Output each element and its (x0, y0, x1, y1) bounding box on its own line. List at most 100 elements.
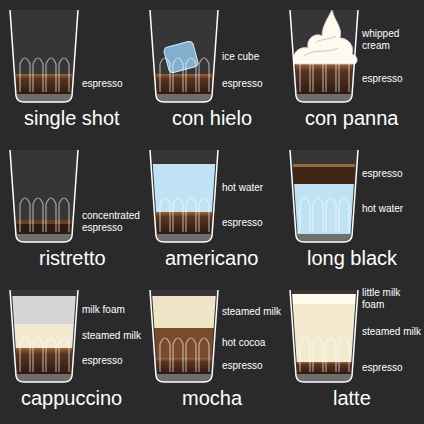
ingredient-label: steamed milk (82, 330, 142, 342)
glass-rib (20, 338, 30, 372)
glass-rib (186, 198, 196, 232)
glass-rib (173, 58, 183, 92)
glass-rib (173, 338, 183, 372)
cream-swirl (304, 36, 338, 56)
glass-base (16, 94, 72, 102)
drink-layer (142, 164, 226, 212)
drink-name: ristretto (39, 246, 106, 270)
glass-base (16, 374, 72, 382)
drink-glass: hot water espresso americano (142, 142, 282, 280)
glass-illustration (2, 2, 86, 106)
glass-outline (10, 10, 78, 102)
glass-illustration (2, 282, 86, 386)
glass-rib (46, 338, 56, 372)
glass-illustration (142, 282, 226, 386)
whipped-cream (293, 10, 357, 64)
glass-rib (59, 58, 69, 92)
drink-layer (142, 296, 226, 328)
ingredient-label: espresso (362, 362, 422, 374)
glass-outline (150, 150, 218, 242)
glass-rib (46, 58, 56, 92)
ingredient-label: espresso (362, 168, 422, 180)
glass-rib (339, 198, 349, 232)
glass-rib (339, 338, 349, 372)
ingredient-label: little milk foam (362, 287, 422, 311)
ingredient-label: steamed milk (362, 326, 422, 338)
glass-rib (313, 338, 323, 372)
glass-illustration (282, 142, 366, 246)
drink-glass: steamed milk hot cocoa espresso mocha (142, 282, 282, 420)
glass-rib (326, 198, 336, 232)
drink-layer (282, 294, 366, 304)
glass-base (16, 234, 72, 242)
glass-rib (20, 198, 30, 232)
glass-rib (199, 58, 209, 92)
ingredient-label: espresso (82, 355, 142, 367)
ingredient-label: whipped cream (362, 28, 422, 52)
drink-name: single shot (24, 106, 120, 130)
glass-outline (10, 290, 78, 382)
glass-rib (326, 338, 336, 372)
glass-base (156, 374, 212, 382)
glass-illustration (282, 282, 366, 386)
glass-illustration (2, 142, 86, 246)
drink-name: americano (165, 246, 258, 270)
glass-rib (313, 198, 323, 232)
glass-illustration (142, 142, 226, 246)
glass-base (296, 94, 352, 102)
ingredient-label: hot water (222, 182, 282, 194)
ingredient-label: espresso (82, 78, 142, 90)
glass-illustration (142, 2, 226, 106)
drink-glass: ice cube espresso con hielo (142, 2, 282, 140)
glass-rib (33, 58, 43, 92)
ingredient-label: espresso (222, 78, 282, 90)
drink-name: con hielo (172, 106, 252, 130)
glass-rib (59, 338, 69, 372)
glass-rib (46, 198, 56, 232)
ingredient-label: concentrated espresso (82, 210, 142, 234)
glass-rib (20, 58, 30, 92)
glass-rib (160, 198, 170, 232)
ingredient-label: hot water (362, 203, 422, 215)
glass-outline (150, 10, 218, 102)
glass-outline (290, 10, 358, 102)
ingredient-label: ice cube (222, 51, 282, 63)
drink-glass: milk foamsteamed milkespressocappuccino (2, 282, 142, 420)
drink-glass: little milk foam steamed milk espresso latt… (282, 282, 422, 420)
glass-rib (173, 198, 183, 232)
glass-rib (199, 198, 209, 232)
glass-illustration (282, 2, 366, 106)
glass-outline (10, 150, 78, 242)
ingredient-label: espresso (222, 217, 282, 229)
drink-layer (282, 164, 366, 184)
glass-base (296, 234, 352, 242)
glass-rib (300, 198, 310, 232)
glass-rib (33, 198, 43, 232)
glass-rib (160, 338, 170, 372)
drink-name: latte (333, 386, 371, 410)
glass-rib (300, 338, 310, 372)
drink-glass: concentrated espresso ristretto (2, 142, 142, 280)
ice-cube (163, 41, 199, 74)
glass-rib (186, 338, 196, 372)
drink-glass: espresso single shot (2, 2, 142, 140)
glass-rib (59, 198, 69, 232)
drink-layer (2, 324, 86, 348)
glass-rib (33, 338, 43, 372)
glass-base (296, 374, 352, 382)
drink-name: long black (307, 246, 397, 270)
drink-name: mocha (182, 386, 242, 410)
ingredient-label: espresso (222, 360, 282, 372)
drink-glass: espresso hot water long black (282, 142, 422, 280)
drink-glass: whipped creamespressocon panna (282, 2, 422, 140)
glass-outline (290, 150, 358, 242)
drink-name: con panna (305, 106, 398, 130)
ingredient-label: steamed milk (222, 306, 282, 318)
drink-layer (282, 164, 366, 167)
glass-rib (186, 58, 196, 92)
drink-layer (2, 296, 86, 324)
glass-outline (150, 290, 218, 382)
drink-name: cappuccino (21, 386, 122, 410)
ingredient-label: hot cocoa (222, 337, 282, 349)
